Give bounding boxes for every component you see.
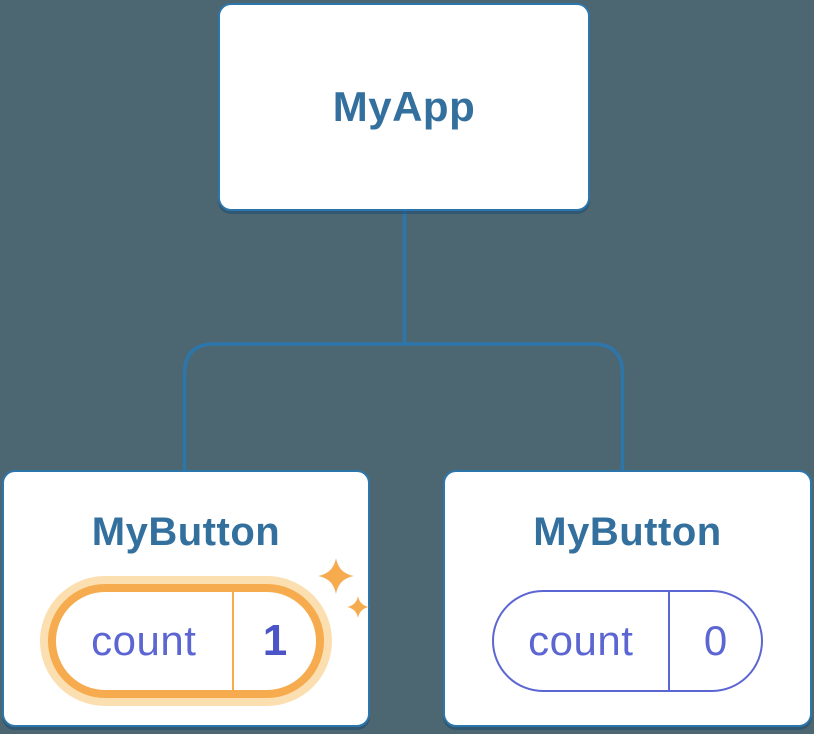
component-label-mybutton-left: MyButton — [91, 510, 281, 554]
sparkle-icon — [318, 558, 369, 618]
component-label-myapp: MyApp — [332, 82, 476, 130]
state-pill-highlighted: count 1 — [48, 584, 324, 698]
state-key-label: count — [528, 617, 634, 664]
component-label-mybutton-right: MyButton — [533, 510, 722, 554]
component-node-mybutton-right: MyButton count 0 — [443, 470, 812, 727]
state-key-label: count — [91, 617, 197, 664]
component-node-myapp: MyApp — [218, 3, 590, 211]
state-value: 0 — [703, 617, 728, 664]
state-pill-plain: count 0 — [492, 590, 763, 692]
branch-bracket-line — [182, 342, 625, 470]
state-value: 1 — [262, 616, 288, 665]
pill-divider — [667, 592, 670, 690]
component-node-mybutton-left: MyButton count 1 — [2, 470, 370, 727]
pill-divider — [231, 592, 234, 690]
